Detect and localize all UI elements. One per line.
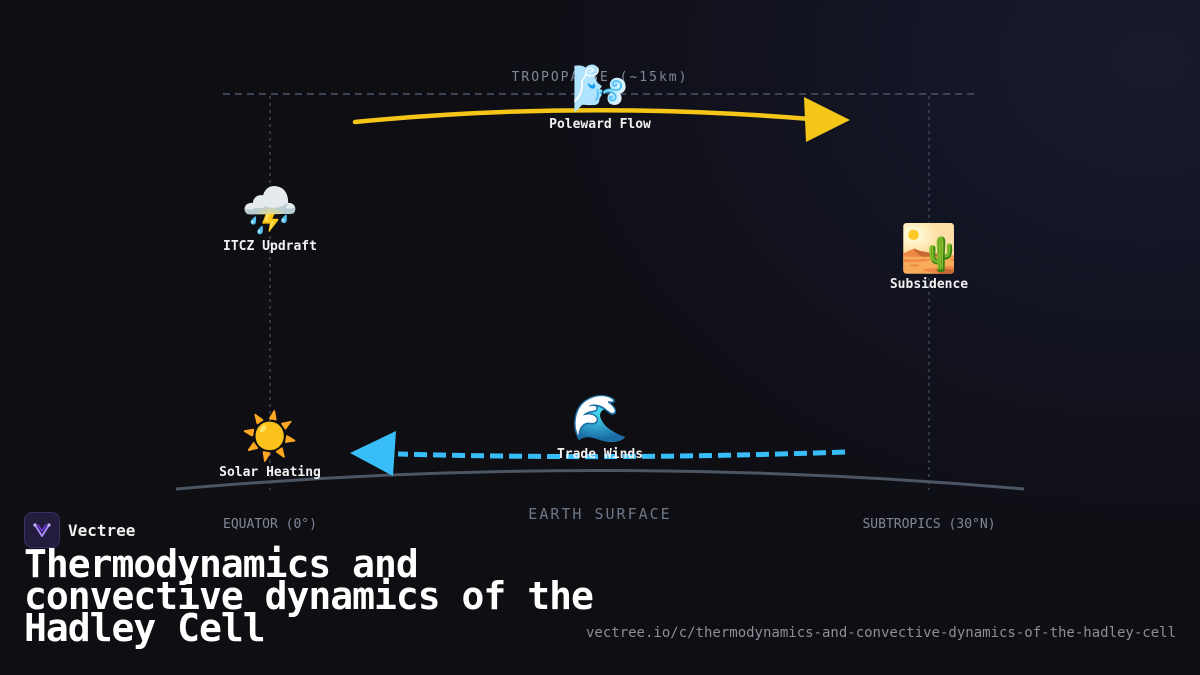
subsidence-label: Subsidence	[890, 277, 968, 292]
thunderstorm-icon: ⛈️	[241, 183, 298, 237]
earth-surface-curve	[175, 469, 1025, 491]
solar-heating-label: Solar Heating	[219, 465, 321, 480]
footer: Vectree	[24, 512, 135, 548]
itcz-updraft-label: ITCZ Updraft	[223, 239, 317, 254]
wave-icon: 🌊	[571, 391, 628, 445]
trade-winds-arrow	[397, 449, 846, 460]
trade-winds-label: Trade Winds	[557, 447, 643, 462]
poleward-flow-label: Poleward Flow	[549, 117, 651, 132]
equator-label: EQUATOR (0°)	[223, 517, 317, 532]
subtropics-label: SUBTROPICS (30°N)	[862, 517, 995, 532]
poleward-arrow-head	[804, 97, 850, 142]
brand-name: Vectree	[68, 520, 136, 540]
brand[interactable]: Vectree	[24, 512, 135, 548]
trade-arrow-head	[350, 431, 396, 476]
poleward-flow-arrow	[352, 107, 813, 125]
sun-icon: ☀️	[241, 408, 298, 464]
desert-icon: 🏜️	[900, 221, 957, 275]
tropopause-label: TROPOPAUSE (~15km)	[512, 70, 689, 85]
vectree-logo-icon	[24, 512, 60, 548]
page-url[interactable]: vectree.io/c/thermodynamics-and-convecti…	[585, 625, 1176, 641]
wind-icon: 🌬️	[571, 61, 628, 115]
page-title: Thermodynamics and convective dynamics o…	[24, 542, 594, 650]
earth-surface-label: EARTH SURFACE	[528, 505, 671, 523]
